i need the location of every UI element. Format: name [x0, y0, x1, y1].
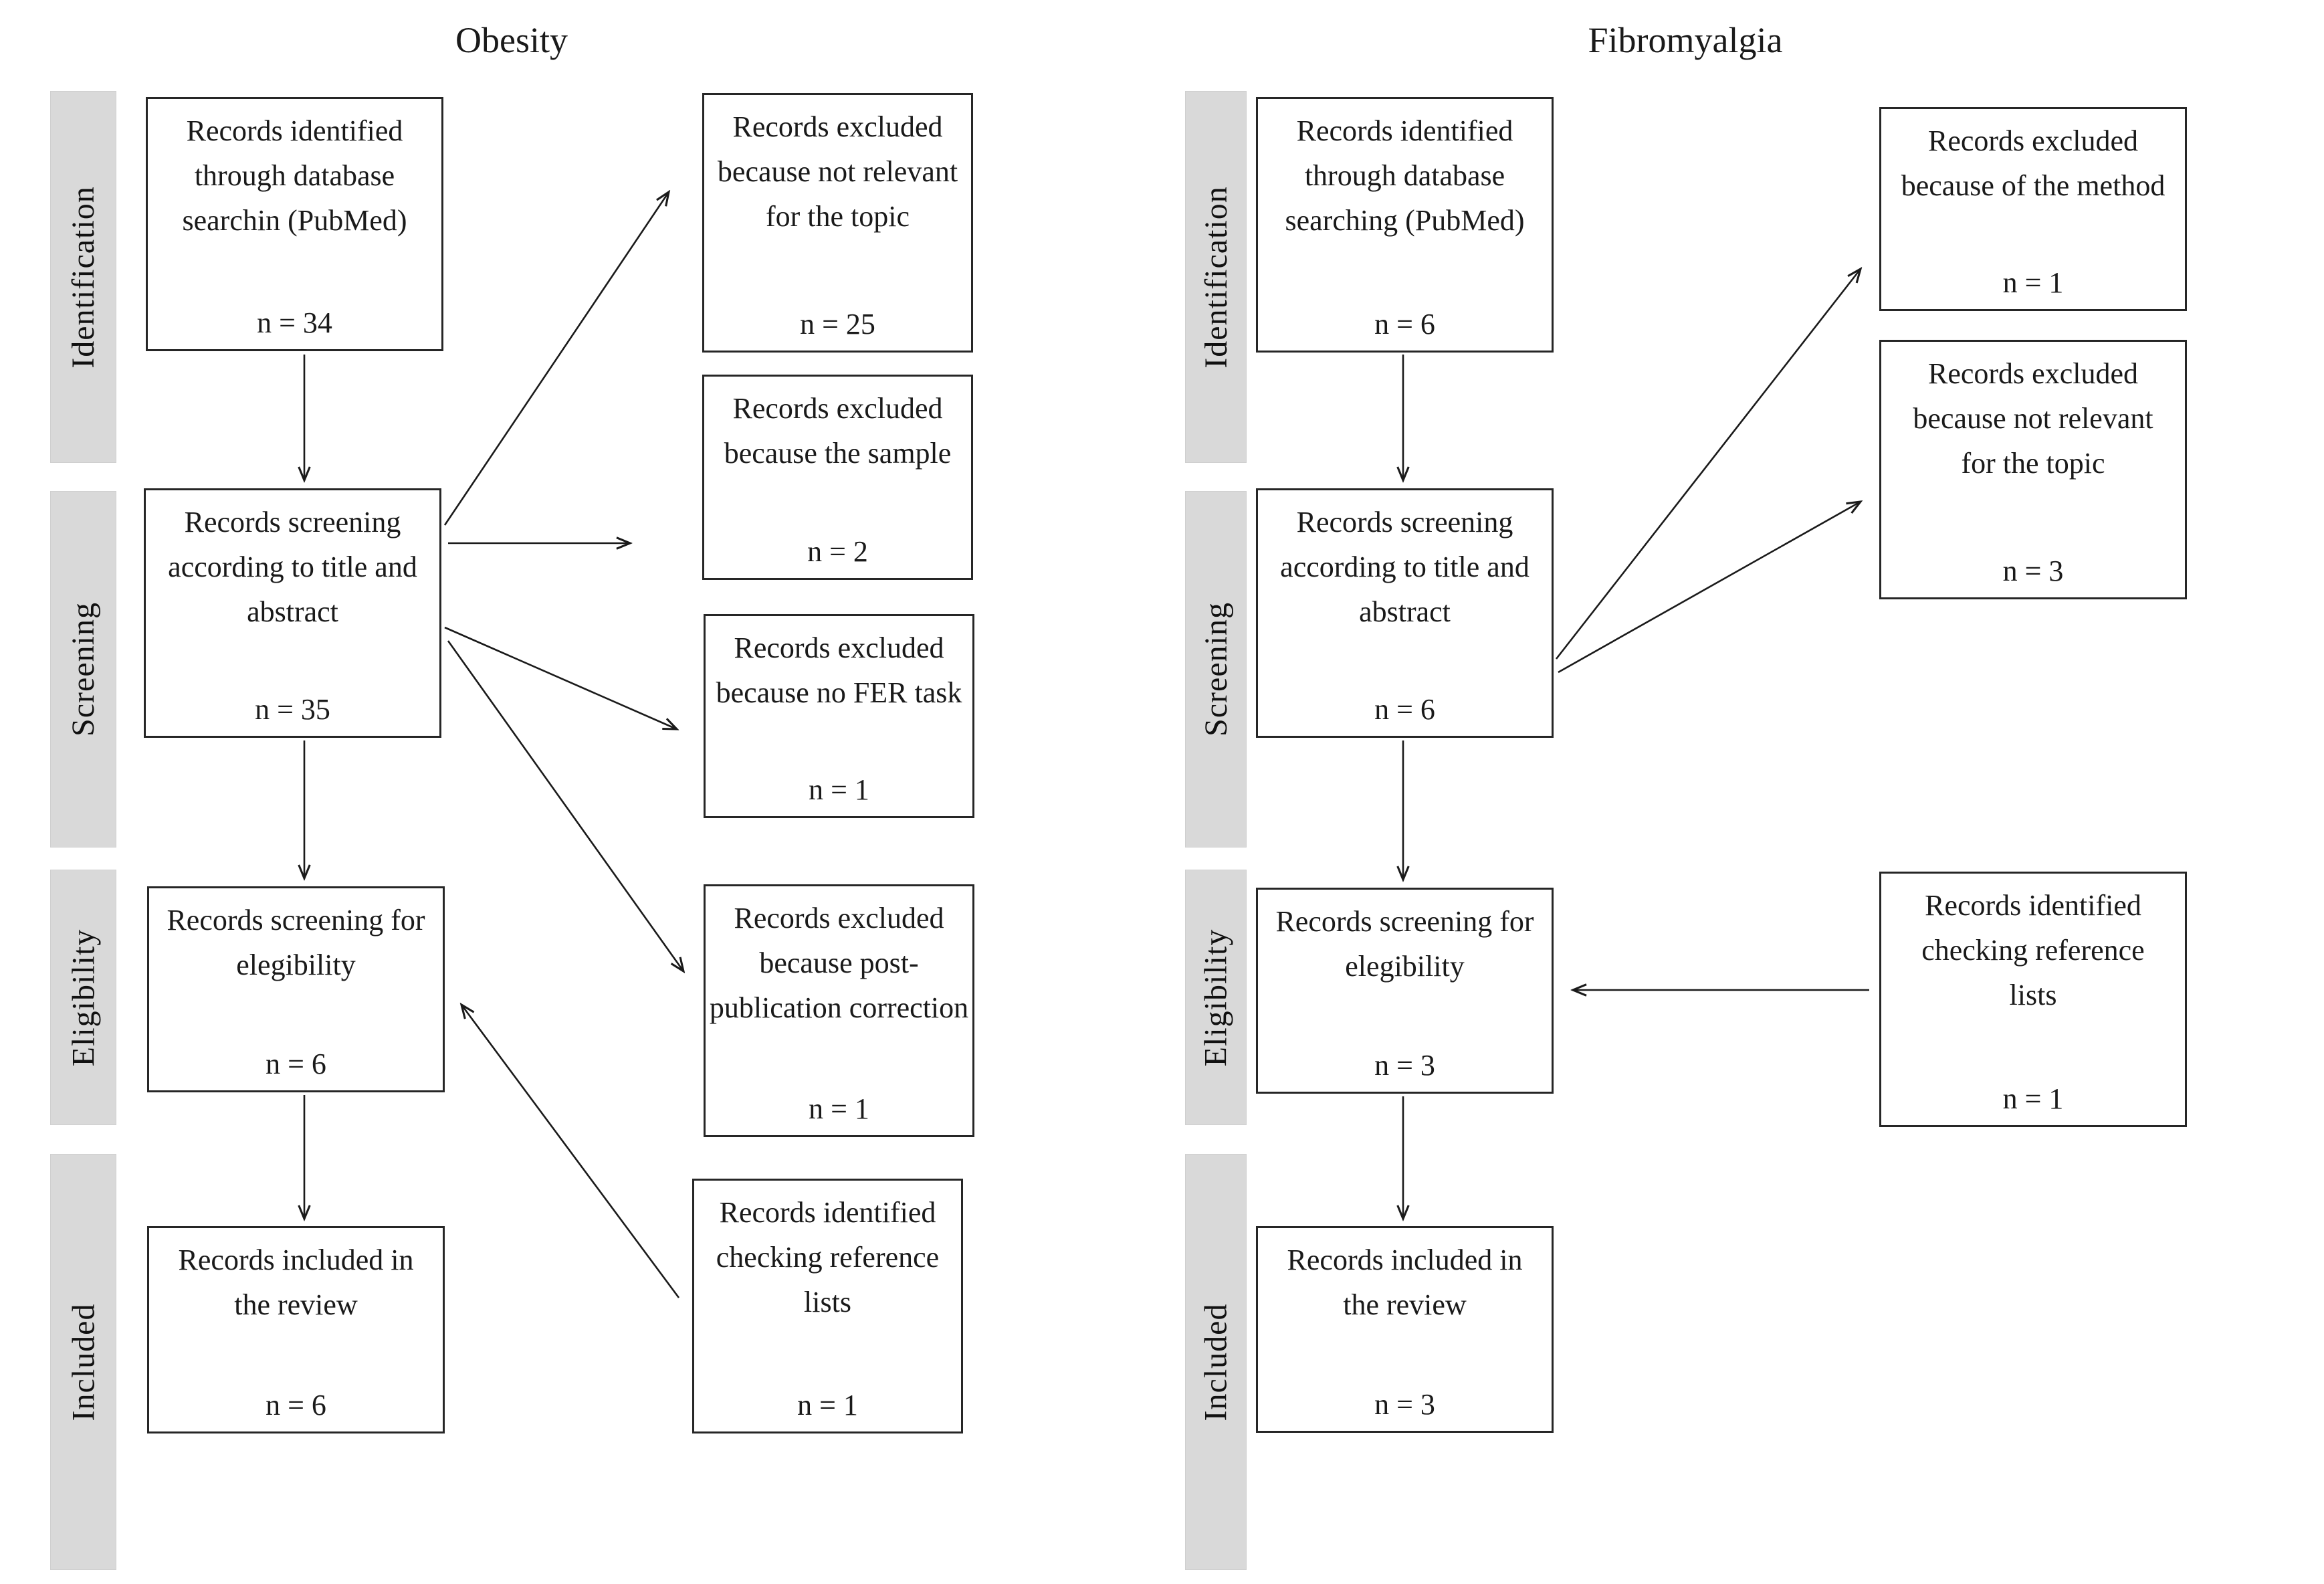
arrow-obesity-to-excluded-post-publication [447, 640, 683, 971]
box-obesity-excluded-sample-text: Records excluded because the sample [724, 392, 952, 470]
box-fibromyalgia-screening-eligibility-count: n = 3 [1374, 1049, 1435, 1082]
fibromyalgia-title: Fibromyalgia [1588, 20, 1783, 60]
stage-bar-eligibility-obesity: Eligibility [50, 870, 116, 1125]
box-obesity-records-identified-count: n = 34 [257, 306, 332, 339]
box-obesity-records-identified-text: Records identified through database sear… [182, 114, 407, 237]
box-obesity-screening-title-abstract-text: Records screening according to title and… [168, 506, 417, 628]
box-obesity-excluded-not-relevant: Records excluded because not relevant fo… [702, 93, 973, 353]
stage-bar-screening-fibromyalgia: Screening [1185, 491, 1247, 848]
box-obesity-excluded-sample-count: n = 2 [807, 535, 868, 568]
box-fibromyalgia-excluded-method: Records excluded because of the method n… [1879, 107, 2187, 311]
box-obesity-reference-lists-count: n = 1 [797, 1389, 858, 1421]
stage-bar-eligibility-fibromyalgia: Eligibility [1185, 870, 1247, 1125]
box-fibromyalgia-excluded-not-relevant-count: n = 3 [2002, 555, 2064, 587]
obesity-title: Obesity [455, 20, 568, 60]
stage-bar-identification-fibromyalgia: Identification [1185, 91, 1247, 463]
box-obesity-excluded-no-fer-task-count: n = 1 [809, 773, 869, 806]
box-obesity-screening-eligibility-text: Records screening for elegibility [167, 904, 425, 981]
box-obesity-included-review-count: n = 6 [266, 1389, 326, 1421]
box-fibromyalgia-screening-eligibility: Records screening for elegibility n = 3 [1256, 888, 1554, 1094]
stage-bar-included-obesity: Included [50, 1154, 116, 1570]
box-fibromyalgia-screening-title-abstract: Records screening according to title and… [1256, 488, 1554, 738]
box-obesity-screening-title-abstract-count: n = 35 [255, 693, 330, 726]
box-obesity-excluded-not-relevant-text: Records excluded because not relevant fo… [717, 110, 958, 233]
box-obesity-excluded-not-relevant-count: n = 25 [800, 308, 875, 340]
box-fibromyalgia-excluded-not-relevant: Records excluded because not relevant fo… [1879, 340, 2187, 599]
arrow-fibromyalgia-to-excluded-not-relevant [1558, 502, 1861, 674]
box-obesity-included-review: Records included in the review n = 6 [147, 1226, 445, 1433]
box-fibromyalgia-excluded-method-count: n = 1 [2002, 266, 2064, 299]
stage-bar-included-fibromyalgia: Included [1185, 1154, 1247, 1570]
box-fibromyalgia-excluded-not-relevant-text: Records excluded because not relevant fo… [1913, 357, 2153, 480]
box-fibromyalgia-included-review-text: Records included in the review [1287, 1244, 1523, 1321]
arrow-obesity-to-excluded-no-fer-task [444, 626, 677, 729]
box-obesity-excluded-post-publication: Records excluded because post- publicati… [704, 884, 974, 1137]
box-fibromyalgia-reference-lists-text: Records identified checking reference li… [1921, 889, 2145, 1011]
arrow-obesity-reference-lists-to-eligibility [461, 1005, 680, 1298]
box-fibromyalgia-records-identified-text: Records identified through database sear… [1285, 114, 1525, 237]
box-fibromyalgia-screening-eligibility-text: Records screening for elegibility [1275, 905, 1534, 983]
stage-bar-identification-obesity: Identification [50, 91, 116, 463]
box-fibromyalgia-reference-lists-count: n = 1 [2002, 1082, 2064, 1115]
arrow-fibromyalgia-to-excluded-method [1555, 269, 1861, 660]
box-obesity-excluded-post-publication-text: Records excluded because post- publicati… [709, 902, 969, 1024]
box-fibromyalgia-records-identified: Records identified through database sear… [1256, 97, 1554, 353]
box-obesity-included-review-text: Records included in the review [178, 1244, 414, 1321]
box-obesity-screening-eligibility: Records screening for elegibility n = 6 [147, 886, 445, 1092]
box-fibromyalgia-included-review: Records included in the review n = 3 [1256, 1226, 1554, 1433]
stage-bar-screening-obesity: Screening [50, 491, 116, 848]
box-obesity-excluded-no-fer-task: Records excluded because no FER task n =… [704, 614, 974, 818]
box-fibromyalgia-screening-title-abstract-count: n = 6 [1374, 693, 1435, 726]
arrow-obesity-to-excluded-not-relevant [443, 192, 669, 526]
box-fibromyalgia-included-review-count: n = 3 [1374, 1388, 1435, 1421]
box-obesity-screening-title-abstract: Records screening according to title and… [144, 488, 441, 738]
box-fibromyalgia-records-identified-count: n = 6 [1374, 308, 1435, 340]
box-fibromyalgia-screening-title-abstract-text: Records screening according to title and… [1280, 506, 1529, 628]
box-obesity-excluded-sample: Records excluded because the sample n = … [702, 375, 973, 580]
box-obesity-excluded-no-fer-task-text: Records excluded because no FER task [716, 631, 962, 709]
box-fibromyalgia-reference-lists: Records identified checking reference li… [1879, 872, 2187, 1127]
box-obesity-records-identified: Records identified through database sear… [146, 97, 443, 351]
box-fibromyalgia-excluded-method-text: Records excluded because of the method [1901, 124, 2165, 202]
box-obesity-excluded-post-publication-count: n = 1 [809, 1092, 869, 1125]
box-obesity-reference-lists: Records identified checking reference li… [692, 1179, 963, 1433]
box-obesity-reference-lists-text: Records identified checking reference li… [716, 1196, 940, 1318]
box-obesity-screening-eligibility-count: n = 6 [266, 1048, 326, 1080]
